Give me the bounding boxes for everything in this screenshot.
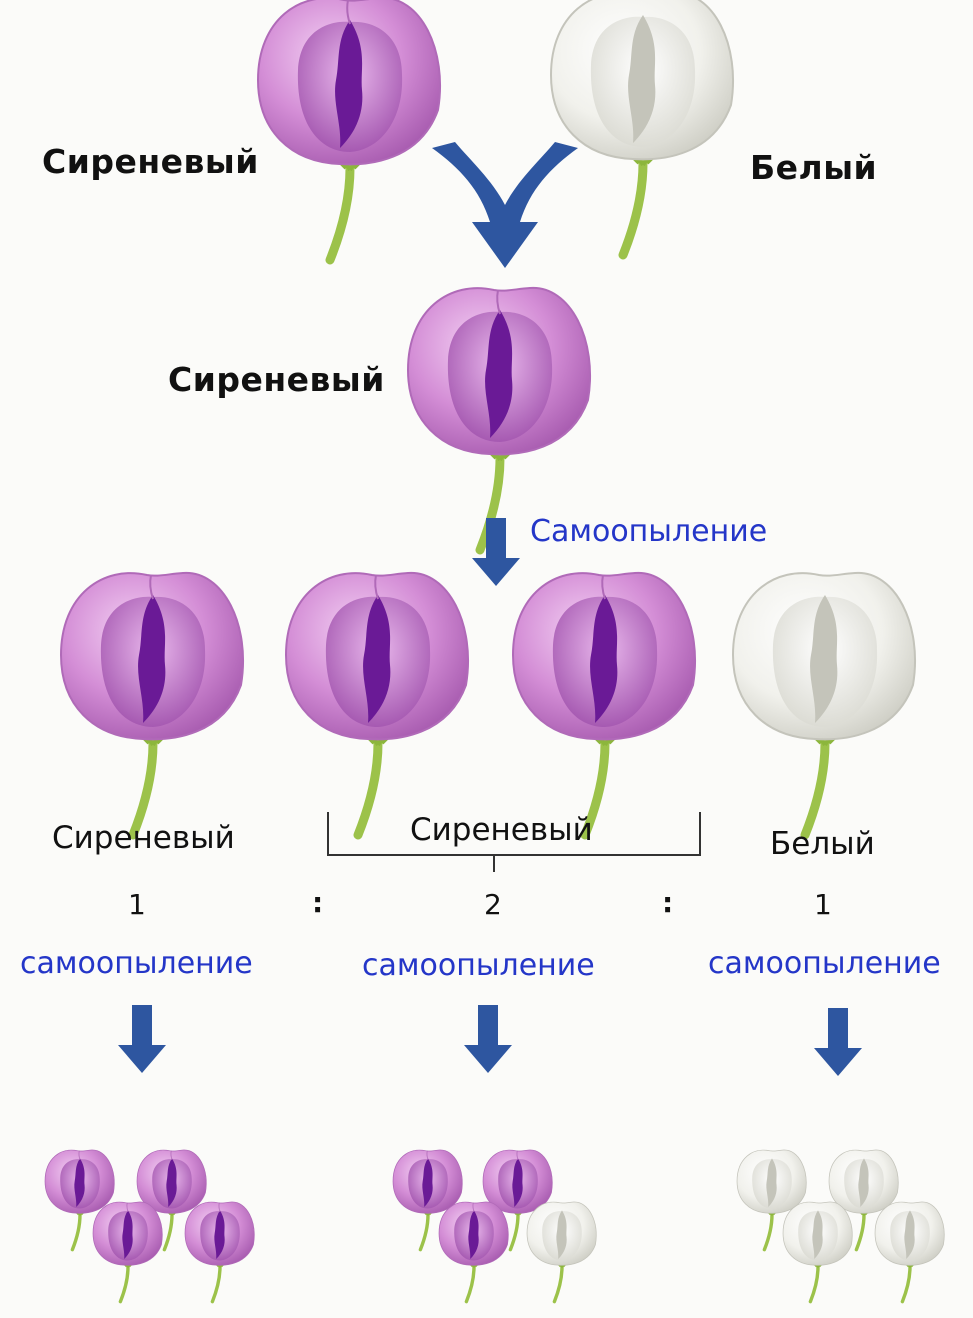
merge-arrow-icon: [432, 142, 578, 268]
f3-g3-white-flower-icon: [875, 1202, 944, 1302]
f3-group-1: [45, 1150, 254, 1302]
f3-self-pollination-label-3: самоопыление: [708, 946, 941, 981]
f1-lilac-flower-icon: [408, 288, 590, 550]
f2-white-flower-icon: [733, 573, 915, 835]
f2-label-2: Сиреневый: [410, 812, 593, 848]
f2-bracket-tick: [493, 854, 495, 872]
f1-label: Сиреневый: [168, 360, 385, 399]
f3-g2-lilac-flower-icon: [439, 1202, 508, 1302]
f3-g1-lilac-flower-icon: [185, 1202, 254, 1302]
f2-lilac-flower-3-icon: [513, 573, 695, 835]
parent-right-label: Белый: [750, 148, 877, 187]
f3-arrow-3-icon: [814, 1008, 862, 1076]
ratio-value-1: 1: [128, 888, 146, 921]
f3-g3-white-flower-icon: [783, 1202, 852, 1302]
f2-lilac-flower-1-icon: [61, 573, 243, 835]
f2-label-3: Белый: [770, 826, 875, 862]
ratio-separator-2: :: [662, 886, 673, 919]
f3-group-3: [737, 1150, 944, 1302]
f3-g2-white-flower-icon: [527, 1202, 596, 1302]
parent-left-label: Сиреневый: [42, 142, 259, 181]
f3-arrow-1-icon: [118, 1005, 166, 1073]
f3-self-pollination-label-2: самоопыление: [362, 948, 595, 983]
f3-g1-lilac-flower-icon: [93, 1202, 162, 1302]
f3-self-pollination-label-1: самоопыление: [20, 946, 253, 981]
parent-white-flower-icon: [551, 0, 733, 255]
f2-label-1: Сиреневый: [52, 820, 235, 856]
ratio-separator-1: :: [312, 886, 323, 919]
f2-lilac-flower-2-icon: [286, 573, 468, 835]
self-pollination-label: Самоопыление: [530, 514, 767, 549]
f3-group-2: [393, 1150, 596, 1302]
ratio-value-2: 2: [484, 888, 502, 921]
parent-lilac-flower-icon: [258, 0, 440, 260]
f3-arrow-2-icon: [464, 1005, 512, 1073]
ratio-value-3: 1: [814, 888, 832, 921]
